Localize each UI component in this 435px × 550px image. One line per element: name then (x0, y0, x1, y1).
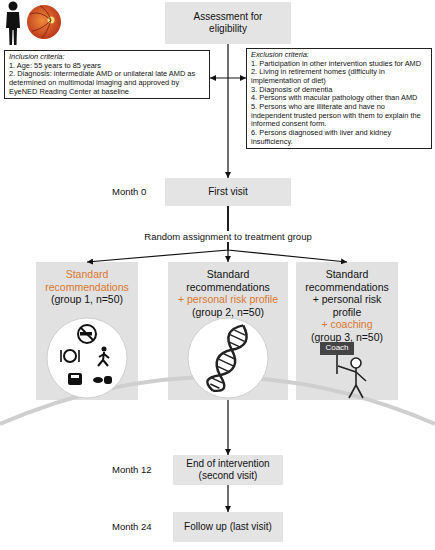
node-text: 4. Persons with macular pathology other … (251, 94, 427, 103)
retina-image (27, 5, 61, 39)
node-text: 1. Participation in other intervention s… (251, 60, 427, 69)
flow-arrow (227, 206, 228, 262)
connector-layer (87, 44, 347, 512)
node-text: Standard recommendations (40, 268, 134, 293)
node-text: End of intervention (second visit) (177, 458, 279, 482)
node-text: Follow up (last visit) (184, 521, 272, 533)
flow-arrow (87, 206, 228, 262)
flow-arrow (210, 77, 246, 78)
node-text: 1. Age: 55 years to 85 years (9, 62, 205, 71)
node-text: Assessment for eligibility (183, 11, 273, 35)
node-text: Inclusion criteria: (9, 53, 205, 62)
node-text: First visit (208, 186, 247, 198)
criteria-box: Inclusion criteria:1. Age: 55 years to 8… (4, 50, 210, 99)
timeline-arc (0, 377, 435, 424)
person-icon (6, 2, 20, 46)
process-box: First visit (165, 178, 291, 206)
node-text: 3. Diagnosis of dementia (251, 86, 427, 95)
node-text: (group 2, n=50) (172, 306, 284, 319)
node-text: 2. Living in retirement homes (difficult… (251, 68, 427, 85)
process-box: Assessment for eligibility (165, 2, 291, 44)
coach-figure (320, 342, 366, 398)
node-text: + coaching (300, 318, 394, 331)
group-column: Standard recommendations+ personal risk … (168, 262, 288, 400)
step-label: Random assignment to treatment group (133, 231, 323, 242)
time-label: Month 24 (112, 521, 152, 532)
group-column: Standard recommendations+ personal risk … (296, 262, 398, 400)
lifestyle-icons (47, 318, 127, 398)
time-label: Month 12 (112, 464, 152, 475)
flow-arrow (228, 206, 347, 262)
flow-arrow (227, 400, 228, 455)
node-text: 2. Diagnosis: intermediate AMD or unilat… (9, 70, 205, 96)
node-text: 6. Persons diagnosed with liver and kidn… (251, 129, 427, 146)
node-text: 5. Persons who are illiterate and have n… (251, 103, 427, 129)
node-text: (group 1, n=50) (40, 293, 134, 306)
flow-arrow (227, 44, 228, 178)
node-text: Standard recommendations (172, 268, 284, 293)
dna-icon (188, 318, 268, 398)
time-label: Month 0 (112, 186, 146, 197)
flow-arrow (227, 485, 228, 512)
node-text: + personal risk profile (300, 293, 394, 318)
node-text: (group 3, n=50) (300, 331, 394, 344)
process-box: End of intervention (second visit) (173, 455, 283, 485)
node-text: Exclusion criteria: (251, 51, 427, 60)
node-text: Standard recommendations (300, 268, 394, 293)
node-text: + personal risk profile (172, 293, 284, 306)
process-box: Follow up (last visit) (173, 512, 283, 542)
group-column: Standard recommendations(group 1, n=50) (36, 262, 138, 400)
criteria-box: Exclusion criteria:1. Participation in o… (246, 48, 432, 149)
